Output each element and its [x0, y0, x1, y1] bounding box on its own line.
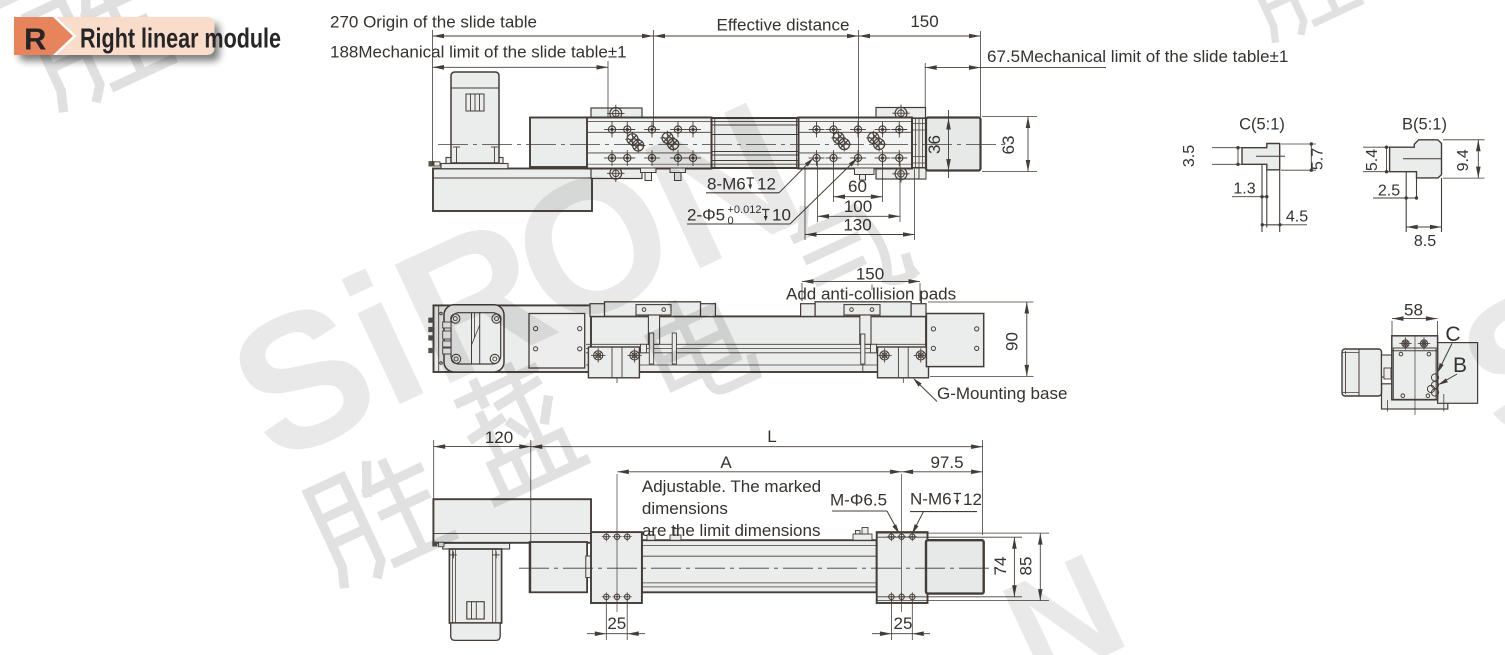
svg-text:C: C — [1445, 323, 1460, 346]
svg-text:Right linear module: Right linear module — [80, 23, 281, 54]
svg-text:R: R — [24, 22, 46, 57]
svg-text:C(5:1): C(5:1) — [1239, 116, 1285, 134]
svg-text:74: 74 — [991, 557, 1010, 576]
svg-text:8-M6: 8-M6 — [707, 175, 746, 194]
svg-text:4.5: 4.5 — [1286, 208, 1308, 225]
svg-text:12: 12 — [963, 490, 982, 509]
svg-text:0: 0 — [728, 215, 734, 227]
svg-text:dimensions: dimensions — [642, 499, 728, 518]
svg-text:2-Φ5: 2-Φ5 — [687, 206, 725, 225]
svg-text:B: B — [1453, 354, 1467, 377]
svg-text:L: L — [767, 427, 776, 446]
svg-text:A: A — [720, 453, 732, 472]
svg-text:M-Φ6.5: M-Φ6.5 — [830, 491, 887, 510]
svg-text:are the limit dimensions: are the limit dimensions — [642, 521, 821, 540]
svg-text:Add anti-collision pads: Add anti-collision pads — [786, 285, 956, 304]
svg-text:25: 25 — [894, 614, 913, 633]
svg-text:270 Origin of the slide table: 270 Origin of the slide table — [330, 13, 537, 32]
svg-text:3.5: 3.5 — [1181, 145, 1198, 167]
svg-text:Effective distance: Effective distance — [717, 16, 850, 35]
svg-text:12: 12 — [757, 175, 776, 194]
svg-text:150: 150 — [856, 265, 884, 284]
svg-text:67.5Mechanical limit of the sl: 67.5Mechanical limit of the slide table±… — [987, 47, 1288, 66]
svg-text:25: 25 — [607, 614, 626, 633]
svg-text:60: 60 — [848, 177, 867, 196]
svg-text:150: 150 — [910, 12, 938, 31]
svg-text:5.7: 5.7 — [1310, 148, 1327, 170]
svg-text:1.3: 1.3 — [1233, 180, 1255, 197]
svg-text:90: 90 — [1003, 332, 1022, 351]
svg-text:N-M6: N-M6 — [910, 490, 952, 509]
svg-text:G-Mounting base: G-Mounting base — [937, 384, 1067, 403]
svg-text:N: N — [981, 522, 1148, 655]
svg-text:36: 36 — [925, 135, 944, 154]
svg-text:63: 63 — [999, 136, 1018, 155]
svg-text:97.5: 97.5 — [930, 453, 963, 472]
svg-text:188Mechanical limit of the sli: 188Mechanical limit of the slide table±1 — [330, 43, 627, 62]
svg-text:2.5: 2.5 — [1378, 183, 1400, 200]
svg-text:+0.012: +0.012 — [728, 204, 762, 216]
svg-text:85: 85 — [1017, 557, 1036, 576]
svg-text:Adjustable. The marked: Adjustable. The marked — [642, 477, 821, 496]
svg-text:B(5:1): B(5:1) — [1402, 116, 1447, 134]
svg-text:9.4: 9.4 — [1455, 149, 1472, 171]
svg-text:10: 10 — [772, 206, 791, 225]
svg-text:8.5: 8.5 — [1414, 233, 1436, 250]
svg-text:5.4: 5.4 — [1364, 149, 1381, 171]
svg-text:58: 58 — [1404, 301, 1423, 320]
